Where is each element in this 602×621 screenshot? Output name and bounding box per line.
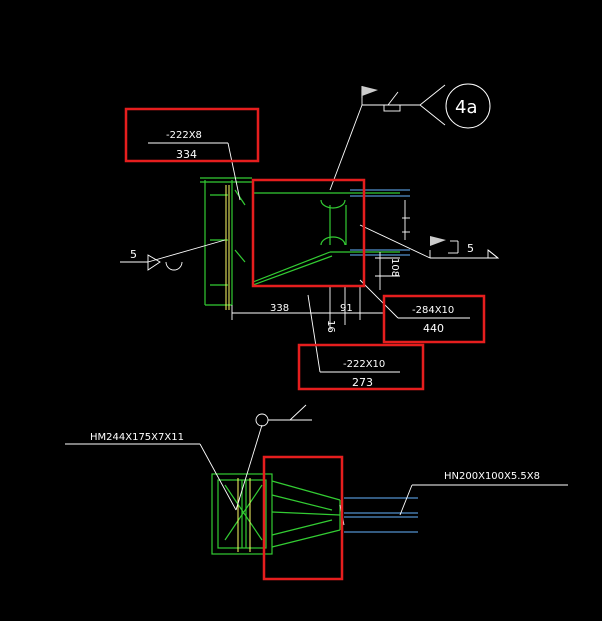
- column-section-text: HM244X175X7X11: [90, 432, 184, 443]
- right-flag-icon: [430, 236, 446, 246]
- weld-left-size-text: 5: [130, 248, 137, 261]
- plate-right-length-text: 440: [423, 322, 444, 335]
- highlight-right-plate-label: [382, 294, 486, 344]
- plate-mid-length-text: 273: [352, 376, 373, 389]
- upper-beam-lines: [350, 189, 410, 256]
- upper-leader-lines: [120, 84, 499, 373]
- lower-column-box: [211, 473, 341, 555]
- plate-top-spec-text: -222X8: [166, 130, 202, 141]
- highlight-lower-connection: [262, 455, 344, 581]
- lower-beam-lines: [344, 497, 418, 533]
- plate-top-length-text: 334: [176, 148, 197, 161]
- plate-right-spec-text: -284X10: [412, 305, 454, 316]
- detail-circle-icon: [445, 83, 491, 129]
- weld-flags: [362, 86, 446, 246]
- lower-red-highlight: [262, 455, 344, 581]
- lower-column-face: [237, 478, 251, 552]
- upper-red-highlights: [124, 107, 486, 391]
- highlight-beam-connection: [251, 178, 366, 288]
- upper-column-plate: [200, 177, 400, 306]
- dim-16-text: 16: [325, 320, 336, 333]
- beam-section-text: HN200X100X5.5X8: [444, 471, 540, 482]
- weld-right-size-text: 5: [467, 242, 474, 255]
- top-flag-icon: [362, 86, 378, 96]
- dim-91-text: 91: [340, 303, 353, 314]
- detail-circle-text: 4a: [455, 97, 477, 118]
- dim-338-text: 338: [270, 303, 289, 314]
- lower-leader-lines: [65, 404, 568, 526]
- dim-108-text: 108: [389, 258, 400, 277]
- highlight-mid-plate-label: [297, 343, 425, 391]
- highlight-top-plate-label: [124, 107, 260, 163]
- upper-weld-symbols: [147, 249, 500, 271]
- plate-mid-spec-text: -222X10: [343, 359, 385, 370]
- drawing-text: -222X8 334 4a 5 5 108 338 91 16 -284X10 …: [90, 97, 540, 482]
- upper-column-face: [225, 185, 230, 310]
